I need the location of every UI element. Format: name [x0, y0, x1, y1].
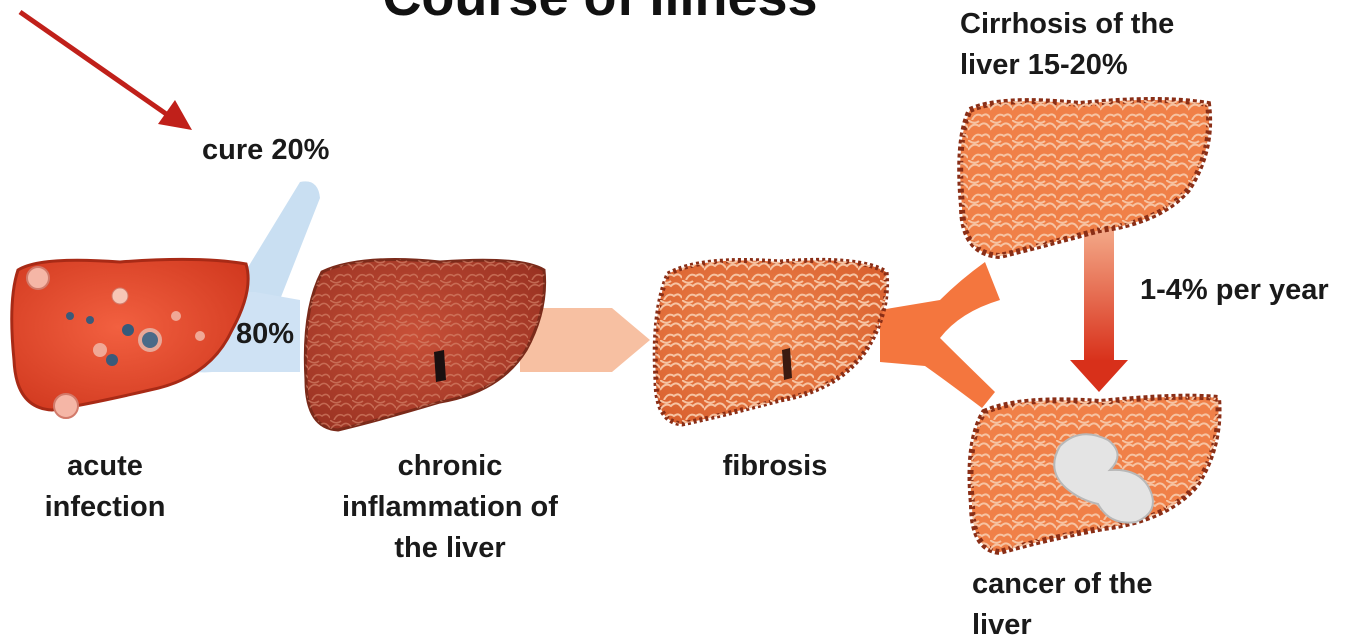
chronic-inflammation-label: chronic inflammation of the liver [310, 446, 590, 569]
cirrhosis-label: Cirrhosis of the liver 15-20% [960, 4, 1174, 86]
fibrosis-liver-image [655, 260, 886, 424]
fibrosis-fork-arrow [880, 262, 1000, 408]
cure-label: cure 20% [202, 130, 329, 171]
fibrosis-label: fibrosis [690, 446, 860, 487]
per-year-label: 1-4% per year [1140, 270, 1329, 311]
cancer-liver-image [971, 397, 1219, 552]
chronic-percent-label: 80% [236, 314, 294, 355]
acute-infection-label: acute infection [20, 446, 190, 528]
cancer-label: cancer of the liver [972, 564, 1153, 641]
cirrhosis-liver-image [960, 100, 1209, 256]
cirrhosis-to-cancer-arrow [1070, 212, 1128, 392]
acute-liver-image [12, 259, 248, 418]
chronic-liver-image [305, 260, 544, 430]
pointer-arrow [20, 12, 192, 130]
